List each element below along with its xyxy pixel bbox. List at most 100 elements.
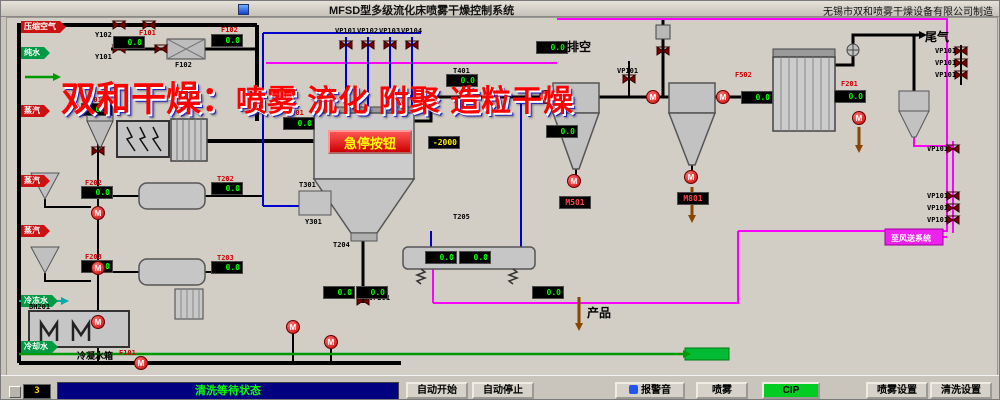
supply-label: 蒸汽 — [21, 105, 50, 117]
vessel-b — [138, 258, 206, 286]
valve-icon[interactable] — [945, 215, 961, 225]
valve-icon[interactable] — [945, 144, 961, 154]
equipment-tag: VP101 — [927, 204, 949, 212]
pump-motor[interactable]: M — [91, 261, 105, 275]
valve-icon[interactable] — [382, 40, 398, 50]
equipment-tag: Y102 — [95, 31, 112, 39]
equipment-tag: VP101 — [927, 192, 949, 200]
pump-motor[interactable]: M — [852, 111, 866, 125]
equipment-tag: VP101 — [935, 47, 957, 55]
pump-motor[interactable]: M — [646, 90, 660, 104]
pump-motor[interactable]: M — [716, 90, 730, 104]
flow-arrow — [575, 323, 583, 331]
valve-icon[interactable] — [90, 146, 106, 156]
equipment-tag: T101 — [85, 96, 102, 104]
pump-motor[interactable]: M — [324, 335, 338, 349]
spray-button[interactable]: 喷雾 — [696, 382, 748, 399]
pump-motor[interactable]: M — [91, 315, 105, 329]
valve-icon[interactable] — [953, 58, 969, 68]
valve-icon[interactable] — [404, 40, 420, 50]
alarm-sound-icon — [629, 385, 638, 394]
valve-icon[interactable] — [111, 20, 127, 30]
supply-label: 纯水 — [21, 47, 50, 59]
equipment-tag: F201 — [841, 80, 858, 88]
page-title: MFSD型多级流化床喷雾干燥控制系统 — [329, 5, 515, 17]
pump-motor[interactable]: M — [539, 90, 553, 104]
alarm-sound-label: 报警音 — [641, 385, 671, 396]
equipment-tag: T202 — [217, 175, 234, 183]
feed-funnel-2 — [30, 246, 60, 275]
value-display: 0.0 — [211, 182, 243, 195]
bag-filter-left — [170, 118, 208, 162]
valve-icon[interactable] — [621, 74, 637, 84]
cip-button[interactable]: CIP — [762, 382, 820, 399]
equipment-tag: F202 — [85, 179, 102, 187]
value-display: 0.0 — [283, 117, 315, 130]
spray-settings-button[interactable]: 喷雾设置 — [866, 382, 928, 399]
equipment-tag: F101 — [139, 29, 156, 37]
equipment-tag: T301 — [299, 181, 316, 189]
area-label: 冷凝水箱 — [77, 351, 114, 361]
cyclone-2 — [667, 82, 717, 166]
pump-motor[interactable]: M — [567, 174, 581, 188]
value-display: 0.0 — [834, 90, 866, 103]
valve-icon[interactable] — [141, 20, 157, 30]
status-message-bar: 清洗等待状态 — [57, 382, 399, 399]
valve-icon[interactable] — [655, 46, 671, 56]
pump-motor[interactable]: M — [286, 320, 300, 334]
area-label: 产品 — [587, 306, 612, 320]
buffer-tank — [298, 190, 332, 216]
valve-icon[interactable] — [953, 70, 969, 80]
pump-motor[interactable]: M — [134, 356, 148, 370]
flow-arrow — [61, 297, 69, 305]
valve-icon[interactable] — [338, 40, 354, 50]
area-label: 排空 — [567, 40, 592, 54]
equipment-tag: VP101 — [935, 71, 957, 79]
alarm-sound-button[interactable]: 报警音 — [615, 382, 685, 399]
equipment-tag: VP103 — [379, 27, 401, 35]
window-icon — [238, 4, 249, 15]
area-label: 尾气 — [925, 30, 950, 44]
conveying-box — [884, 228, 944, 246]
equipment-tag: T203 — [217, 254, 234, 262]
valve-icon[interactable] — [945, 191, 961, 201]
supply-label: 冷冻水 — [21, 295, 58, 307]
valve-icon[interactable] — [360, 40, 376, 50]
equipment-tag: F102 — [175, 61, 192, 69]
pump-motor[interactable]: M — [684, 170, 698, 184]
flow-arrow — [53, 73, 61, 81]
equipment-tag: VP101 — [927, 216, 949, 224]
equipment-tag: VP101 — [617, 67, 639, 75]
vessel-a — [138, 182, 206, 210]
equipment-tag: VP101 — [927, 145, 949, 153]
exhaust-fan — [846, 43, 860, 57]
equipment-tag: T401 — [453, 67, 470, 75]
emergency-stop-button[interactable]: 急停按钮 — [328, 130, 412, 154]
auto-stop-button[interactable]: 自动停止 — [472, 382, 534, 399]
valve-icon[interactable] — [953, 46, 969, 56]
cyclone-3 — [898, 90, 930, 138]
supply-label: 压缩空气 — [21, 21, 66, 33]
valve-icon[interactable] — [945, 203, 961, 213]
auto-start-button[interactable]: 自动开始 — [406, 382, 468, 399]
value-display: 0.0 — [113, 36, 145, 49]
bag-filter-right — [772, 48, 836, 132]
manufacturer-label: 无锡市双和喷雾干燥设备有限公司制造 — [823, 7, 993, 18]
value-display: 0.0 — [459, 251, 491, 264]
value-display: 0.0 — [425, 251, 457, 264]
valve-icon[interactable] — [153, 44, 169, 54]
title-bar: MFSD型多级流化床喷雾干燥控制系统 无锡市双和喷雾干燥设备有限公司制造 — [1, 1, 999, 18]
pump-motor[interactable]: M — [91, 206, 105, 220]
flow-arrow — [688, 215, 696, 223]
equipment-tag: VP101 — [935, 59, 957, 67]
value-display: 0.0 — [211, 34, 243, 47]
value-display: 0.0 — [81, 103, 113, 116]
step-counter: 3 — [23, 384, 51, 399]
equipment-tag: F502 — [735, 71, 752, 79]
equipment-tag: T205 — [453, 213, 470, 221]
pipes-blue — [262, 32, 522, 247]
small-filter — [174, 288, 204, 320]
clean-settings-button[interactable]: 清洗设置 — [930, 382, 992, 399]
equipment-tag: BH201 — [29, 303, 51, 311]
